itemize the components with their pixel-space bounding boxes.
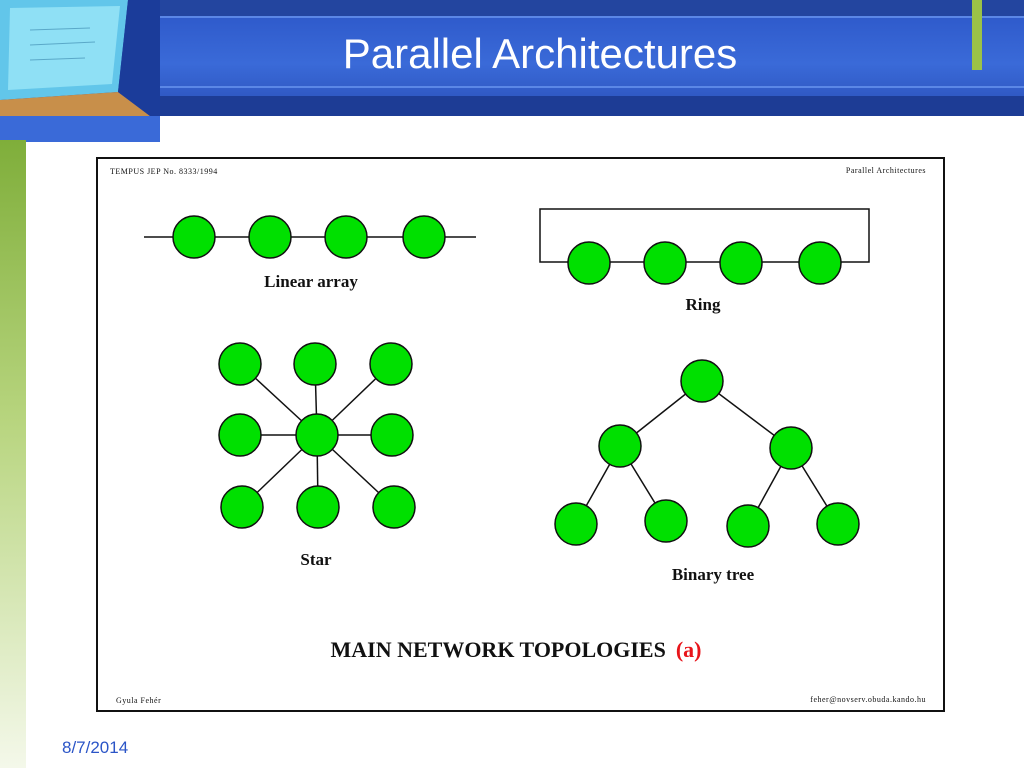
title-bar-bottom-band — [160, 96, 1024, 116]
title-bar-rule-bottom — [160, 86, 1024, 88]
topology-figure: TEMPUS JEP No. 8333/1994 Parallel Archit… — [96, 157, 945, 712]
linear-array-label: Linear array — [264, 272, 358, 291]
star-node — [296, 485, 340, 529]
figure-footer-right: feher@novserv.obuda.kando.hu — [810, 695, 926, 704]
binary-tree-label: Binary tree — [672, 565, 755, 584]
title-bar-top-band — [160, 0, 1024, 16]
star-node — [218, 413, 262, 457]
monitor-image — [0, 0, 160, 116]
star-node — [220, 485, 264, 529]
ring-node — [719, 241, 763, 285]
figure-footer-left: Gyula Fehér — [116, 696, 161, 705]
title-bar-rule-top — [160, 16, 1024, 18]
binary-tree-root-node — [680, 359, 724, 403]
star-node — [372, 485, 416, 529]
topology-diagram: TEMPUS JEP No. 8333/1994 Parallel Archit… — [110, 166, 926, 705]
title-bar — [0, 0, 1024, 116]
linear-array-node — [324, 215, 368, 259]
star-hub-node — [295, 413, 339, 457]
linear-array-node — [248, 215, 292, 259]
binary-tree-node — [769, 426, 813, 470]
binary-tree-leaf-node — [726, 504, 770, 548]
monitor-icon — [0, 0, 150, 116]
binary-tree-node — [598, 424, 642, 468]
star-node — [218, 342, 262, 386]
ring-wraparound-link — [539, 208, 870, 263]
star-node — [369, 342, 413, 386]
star-diagram — [218, 342, 416, 529]
star-node — [370, 413, 414, 457]
slide-date: 8/7/2014 — [62, 738, 129, 757]
slide-title: Parallel Architectures — [342, 30, 738, 77]
ring-node — [798, 241, 842, 285]
star-node — [293, 342, 337, 386]
binary-tree-leaf-node — [644, 499, 688, 543]
binary-tree-diagram — [554, 359, 860, 548]
figure-caption-main: MAIN NETWORK TOPOLOGIES — [330, 637, 665, 662]
figure-caption-suffix: (a) — [676, 637, 702, 662]
figure-caption: MAIN NETWORK TOPOLOGIES (a) — [330, 637, 701, 662]
figure-header-right: Parallel Architectures — [846, 166, 926, 175]
ring-label: Ring — [686, 295, 721, 314]
star-label: Star — [300, 550, 332, 569]
title-bar-corner — [0, 116, 160, 142]
ring-node — [567, 241, 611, 285]
figure-header-left: TEMPUS JEP No. 8333/1994 — [110, 167, 218, 176]
binary-tree-leaf-node — [816, 502, 860, 546]
linear-array-node — [172, 215, 216, 259]
ring-diagram — [539, 208, 870, 285]
sidebar-gradient — [0, 140, 26, 768]
linear-array-diagram — [144, 215, 476, 259]
ring-node — [643, 241, 687, 285]
linear-array-node — [402, 215, 446, 259]
binary-tree-leaf-node — [554, 502, 598, 546]
accent-bar — [972, 0, 982, 70]
